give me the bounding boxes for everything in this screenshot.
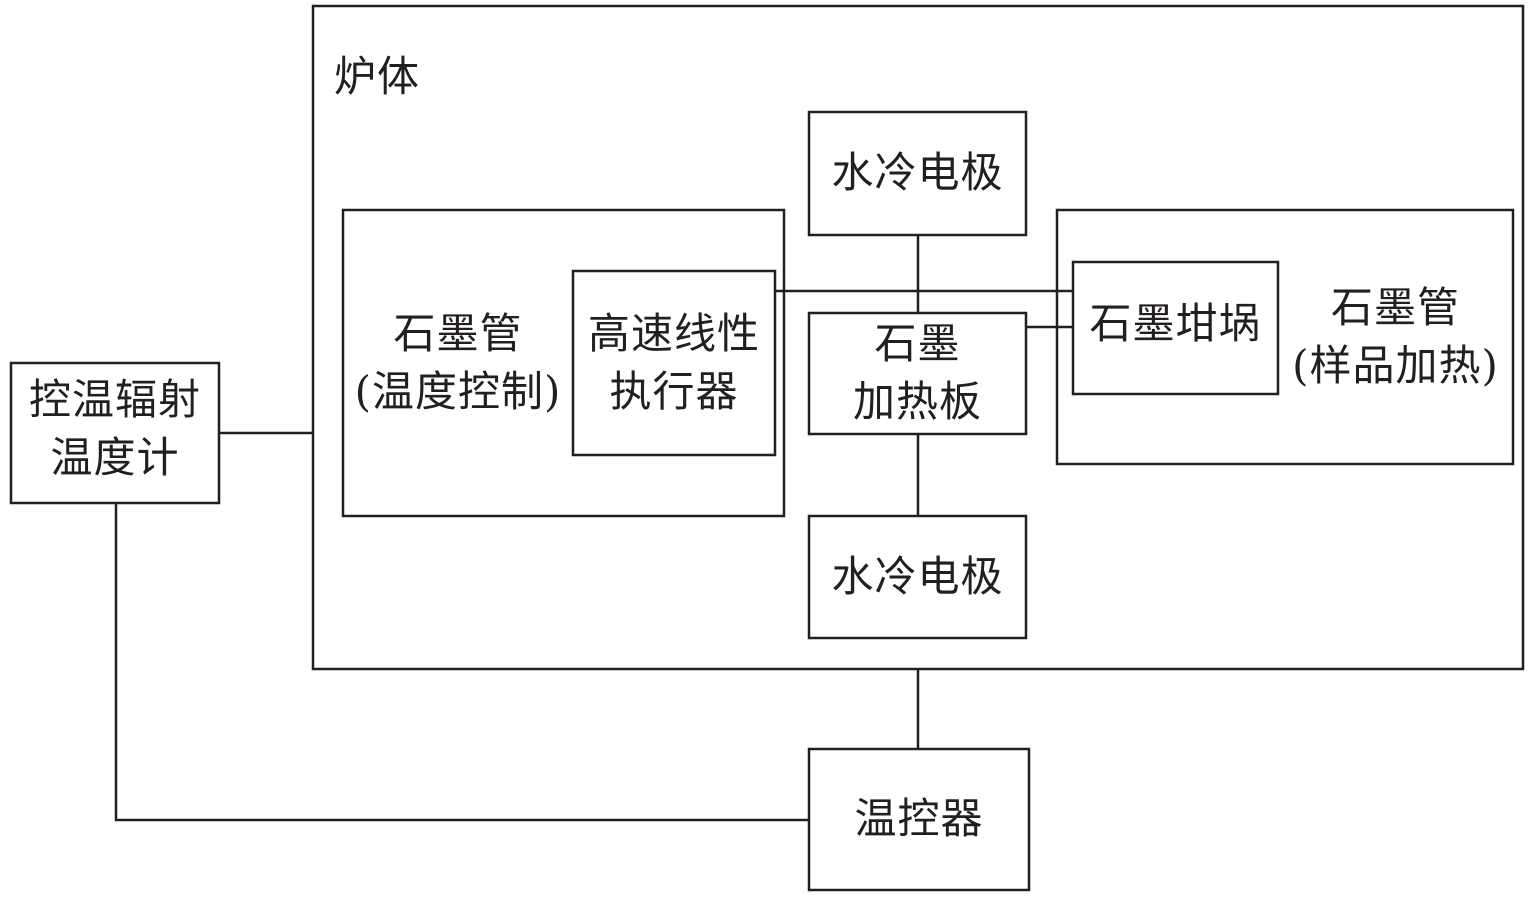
graphite-tube-right-line1: 石墨管 — [1330, 283, 1460, 332]
graphite-tube-left-label: 石墨管 (温度控制) — [343, 305, 573, 421]
pyrometer-to-controller-line — [114, 503, 809, 822]
furnace-label: 炉体 — [334, 48, 420, 106]
pyrometer-label-line2: 温度计 — [50, 433, 180, 482]
electrode-top-text: 水冷电极 — [831, 148, 1004, 197]
crucible-label: 石墨坩埚 — [1073, 295, 1278, 353]
crucible-text: 石墨坩埚 — [1089, 299, 1262, 348]
linear-actuator-box — [571, 269, 777, 457]
graphite-tube-right-box — [1055, 208, 1515, 466]
furnace-label-text: 炉体 — [334, 52, 421, 101]
linear-actuator-label: 高速线性 执行器 — [573, 305, 775, 421]
graphite-tube-left-line1: 石墨管 — [393, 309, 523, 358]
electrode-bottom-label: 水冷电极 — [809, 548, 1026, 606]
electrode-bottom-text: 水冷电极 — [831, 552, 1004, 601]
temp-controller-label: 温控器 — [809, 790, 1029, 848]
linear-actuator-line2: 执行器 — [609, 367, 739, 416]
pyrometer-label: 控温辐射 温度计 — [11, 371, 219, 487]
heating-plate-line1: 石墨 — [874, 319, 961, 368]
electrode-top-label: 水冷电极 — [809, 144, 1026, 202]
graphite-tube-right-line2: (样品加热) — [1292, 341, 1499, 390]
temp-controller-box — [807, 747, 1031, 892]
heating-plate-line2: 加热板 — [852, 377, 982, 426]
electrode-bottom-box — [807, 514, 1028, 640]
electrode-top-box — [807, 110, 1028, 237]
graphite-tube-right-label: 石墨管 (样品加热) — [1278, 279, 1513, 395]
temp-controller-text: 温控器 — [854, 794, 984, 843]
heating-plate-label: 石墨 加热板 — [809, 315, 1026, 431]
linear-actuator-line1: 高速线性 — [587, 309, 760, 358]
pyrometer-label-line1: 控温辐射 — [28, 375, 201, 424]
graphite-tube-left-line2: (温度控制) — [354, 367, 562, 416]
